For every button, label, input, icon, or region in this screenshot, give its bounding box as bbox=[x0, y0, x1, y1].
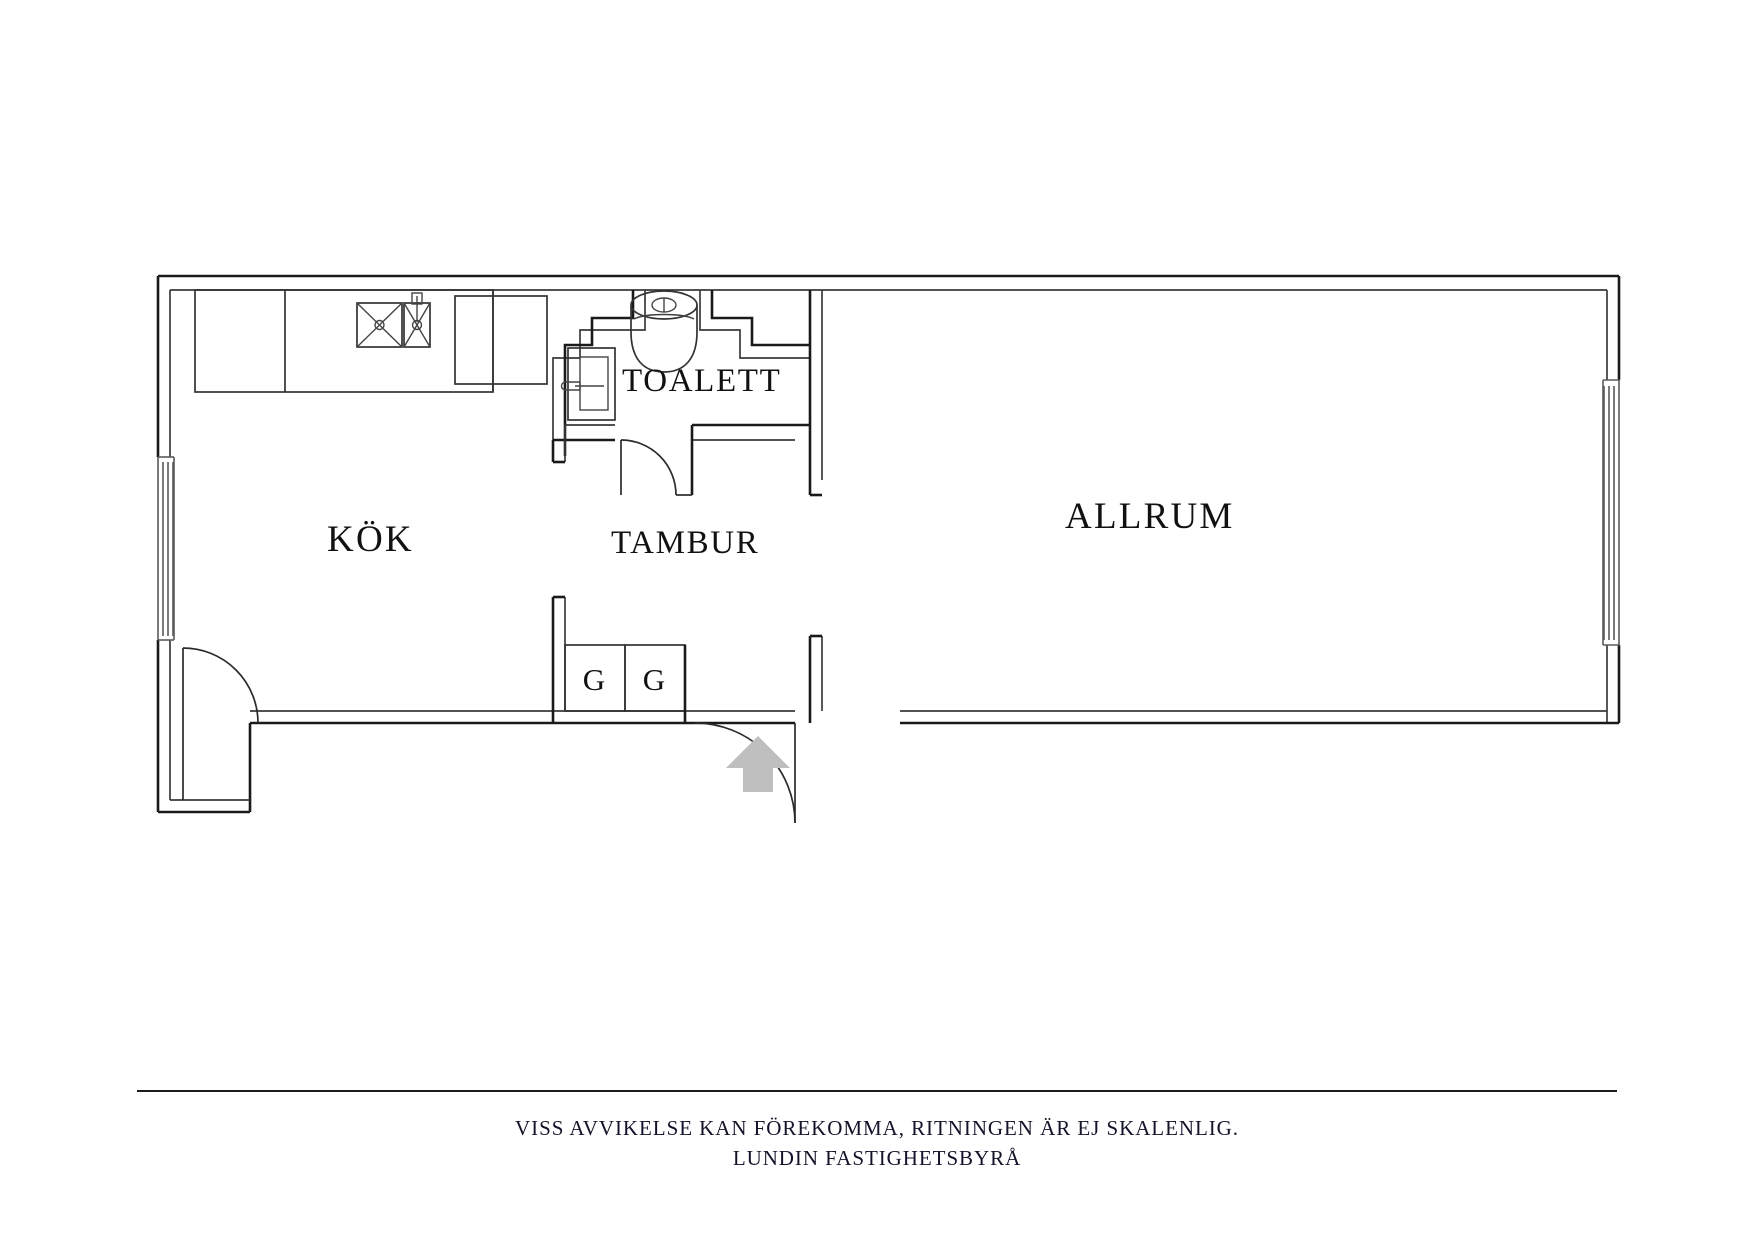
room-label-toalett: TOALETT bbox=[622, 363, 782, 399]
toilet-fixture bbox=[630, 290, 698, 373]
kitchen-counter bbox=[194, 289, 494, 393]
window-right bbox=[1602, 379, 1620, 646]
closet-label-g1: G bbox=[582, 662, 606, 697]
closets bbox=[551, 595, 687, 723]
kitchen-sink bbox=[403, 292, 431, 348]
footer-agency-name: LUNDIN FASTIGHETSBYRÅ bbox=[732, 1146, 1022, 1170]
refrigerator bbox=[454, 295, 548, 385]
washbasin bbox=[560, 347, 616, 421]
closet-label-g2: G bbox=[642, 662, 666, 697]
allrum-partition bbox=[808, 290, 823, 723]
stove bbox=[356, 302, 403, 348]
entrance-arrow bbox=[726, 736, 790, 792]
balcony-door[interactable] bbox=[182, 647, 259, 800]
toilet-walls bbox=[551, 290, 810, 495]
footer-divider bbox=[137, 1090, 1617, 1092]
footer-disclaimer: VISS AVVIKELSE KAN FÖREKOMMA, RITNINGEN … bbox=[515, 1116, 1239, 1140]
window-left bbox=[157, 456, 175, 641]
room-label-tambur: TAMBUR bbox=[611, 525, 760, 561]
room-label-allrum: ALLRUM bbox=[1065, 496, 1235, 537]
toilet-door[interactable] bbox=[620, 439, 692, 496]
room-label-kok: KÖK bbox=[327, 519, 414, 560]
